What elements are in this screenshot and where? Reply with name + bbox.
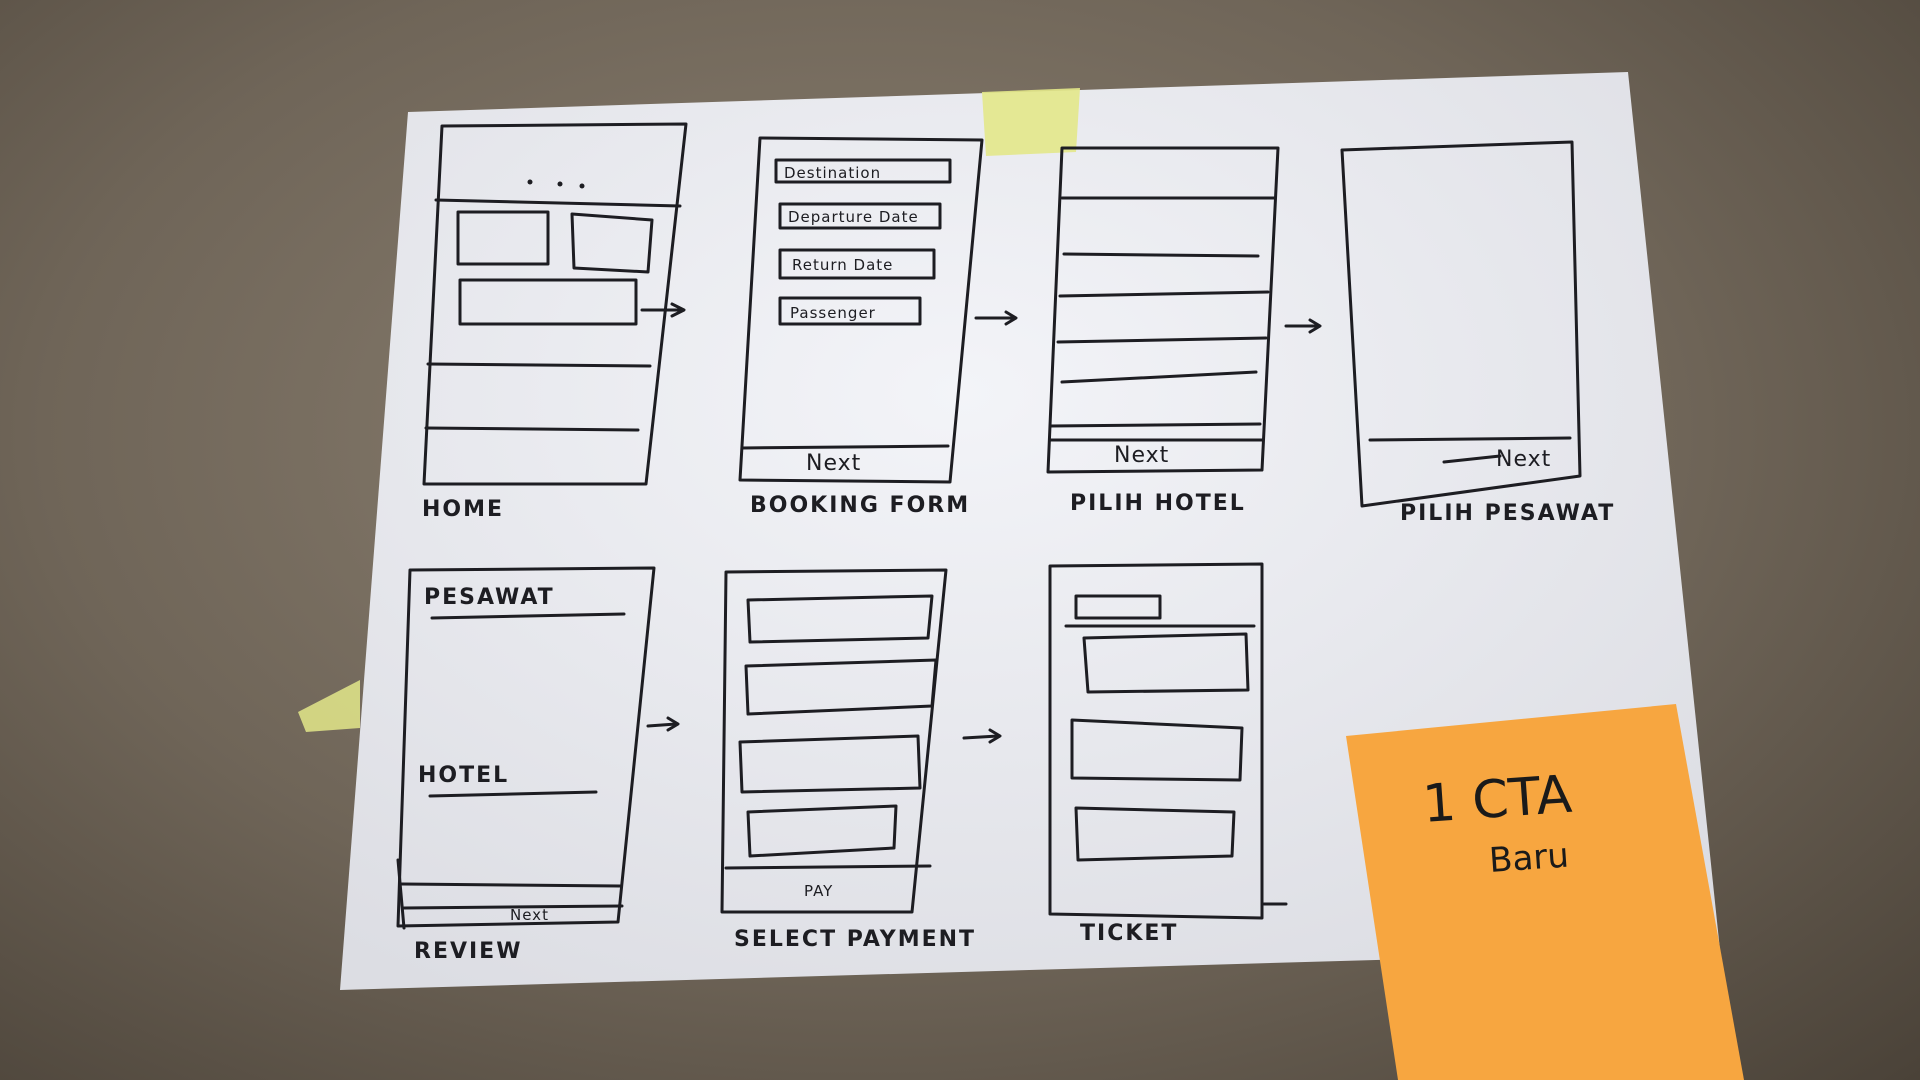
pilih-hotel-next-button: Next — [1114, 443, 1169, 468]
field-passenger: Passenger — [790, 304, 876, 322]
caption-home: HOME — [422, 497, 504, 522]
tape-left — [298, 680, 360, 732]
sticky-note-line1: 1 CTA — [1421, 765, 1574, 835]
field-departure-date: Departure Date — [788, 208, 919, 226]
tape-top — [982, 88, 1080, 156]
booking-form-next-button: Next — [806, 451, 861, 476]
screen-review — [396, 566, 680, 930]
caption-select-payment: SELECT PAYMENT — [734, 927, 976, 952]
screen-pilih-pesawat — [1340, 140, 1582, 508]
home-dots — [527, 179, 585, 189]
pilih-pesawat-next-button: Next — [1496, 447, 1551, 472]
screen-home — [422, 122, 688, 486]
caption-booking-form: BOOKING FORM — [750, 493, 970, 518]
select-payment-pay-button: PAY — [804, 882, 833, 900]
caption-pilih-hotel: PILIH HOTEL — [1070, 491, 1246, 516]
sticky-note — [1346, 704, 1744, 1080]
caption-pilih-pesawat: PILIH PESAWAT — [1400, 501, 1615, 526]
sticky-note-line2: Baru — [1488, 836, 1570, 881]
field-destination: Destination — [784, 164, 881, 182]
caption-review: REVIEW — [414, 939, 522, 964]
screen-pilih-hotel — [1046, 146, 1322, 474]
screen-select-payment — [720, 568, 1002, 914]
review-next-button: Next — [510, 906, 549, 924]
caption-ticket: TICKET — [1080, 921, 1178, 946]
screen-ticket — [1048, 562, 1288, 920]
screen-booking-form — [738, 136, 1018, 484]
field-return-date: Return Date — [792, 256, 893, 274]
review-section-hotel: HOTEL — [418, 763, 509, 788]
review-section-pesawat: PESAWAT — [424, 585, 555, 610]
